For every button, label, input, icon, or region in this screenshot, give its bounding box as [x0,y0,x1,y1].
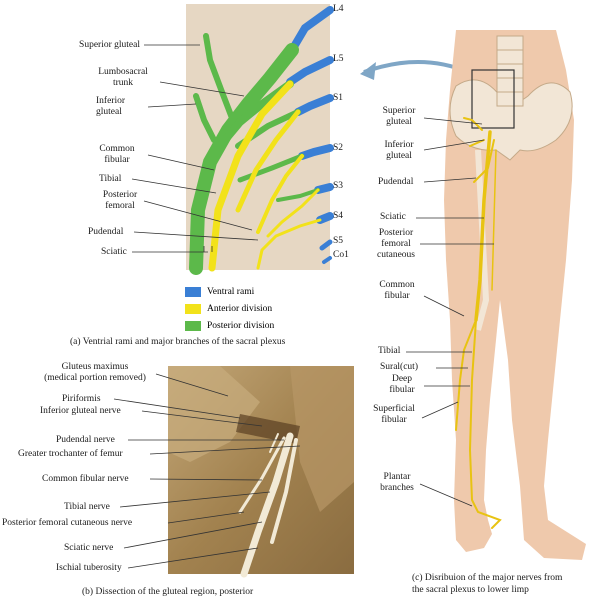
label-c-inferior-gluteal: Inferior gluteal [384,140,414,161]
zoom-box [471,69,515,129]
legend-swatch-green [185,321,201,331]
sciatic-nerve-photo [240,432,294,578]
label-s2: S2 [333,143,344,153]
label-c-superficial-fibular: Superficial fibular [373,404,415,425]
label-lumbosacral-trunk: Lumbosacral trunk [98,67,148,88]
posterior-femoral-photo [238,436,286,514]
panel-c-leaders [406,117,494,507]
label-c-plantar-branches: Plantar branches [380,472,414,493]
label-c-sural: Sural(cut) [380,362,418,372]
label-posterior-femoral: Posterior femoral [102,190,138,211]
tibial-path [468,319,502,529]
panel-b-leaders [113,373,301,569]
superior-gluteal-path [463,117,483,131]
label-s1: S1 [333,93,344,103]
ventral-rami [286,6,334,264]
label-tibial-nerve: Tibial nerve [64,502,110,512]
anterior-division [208,80,322,272]
inferior-gluteal-branch [193,93,217,143]
vertebra-lines [497,49,523,93]
caption-panel-c: (c) Disribuion of the major nerves from … [412,573,563,595]
legend-swatch-blue [185,287,201,297]
yellow-s1 [235,109,301,213]
ramus-l4 [288,6,334,54]
label-inferior-gluteal-nerve: Inferior gluteal nerve [40,406,121,416]
label-s5: S5 [333,236,344,246]
label-c-deep-fibular: Deep fibular [389,374,415,395]
panel-a: Superior gluteal Lumbosacral trunk Infer… [0,0,360,350]
label-inferior-gluteal: Inferior gluteal [96,96,126,117]
caption-panel-b: (b) Dissection of the gluteal region, po… [82,587,254,597]
ramus-s1 [294,94,334,116]
label-c-sciatic: Sciatic [380,212,406,222]
femur [475,149,490,331]
label-superior-gluteal: Superior gluteal [79,40,140,50]
green-s3 [276,188,320,202]
posterior-femoral-path [491,149,497,291]
caption-panel-a: (a) Ventrial rami and major branches of … [70,337,286,347]
lower-limb-illustration [360,30,586,560]
deep-cavity [236,414,300,444]
ramus-s4 [316,212,334,224]
label-co1: Co1 [333,250,349,260]
common-fibular-path [455,319,477,431]
label-ischial-tuberosity: Ischial tuberosity [56,563,122,573]
label-sciatic-nerve: Sciatic nerve [64,543,114,553]
panel-c: Superior gluteal Inferior gluteal Pudend… [360,0,600,603]
pudendal-nerve-photo [269,433,279,453]
label-l5: L5 [333,54,344,64]
label-c-common-fibular: Common fibular [379,280,415,301]
label-piriformis: Piriformis [62,394,101,404]
label-gluteus-maximus: Gluteus maximus (medical portion removed… [44,362,146,383]
label-tibial: Tibial [99,174,122,184]
sacral-plexus-diagram [131,4,334,275]
dissection-photo [113,366,354,578]
legend-label: Ventral rami [207,287,255,297]
nerves-lower-limb [455,117,502,529]
ramus-co1 [322,256,332,264]
legend-label: Posterior division [207,321,275,331]
inferior-gluteal-path [469,139,485,147]
label-c-posterior-femoral-cutaneous: Posterior femoral cutaneous [377,228,415,260]
panel-a-leaders [131,44,259,253]
yellow-s2 [256,154,304,234]
label-pudendal-nerve: Pudendal nerve [56,435,115,445]
label-pudendal: Pudendal [88,227,124,237]
label-s3: S3 [333,181,344,191]
label-c-tibial: Tibial [378,346,401,356]
label-greater-trochanter: Greater trochanter of femur [18,449,123,459]
dissected-nerves [238,432,298,578]
sciatic-path [474,130,492,322]
label-common-fibular-nerve: Common fibular nerve [42,474,129,484]
legend-label: Anterior division [207,304,273,314]
label-posterior-femoral-cutaneous-nerve: Posterior femoral cutaneous nerve [2,518,133,528]
yellow-s3 [266,188,320,238]
ramus-s3 [314,183,334,194]
superior-gluteal-branch [203,33,235,121]
zoom-arrow-head [360,62,376,80]
label-common-fibular: Common fibular [99,144,135,165]
legend-anterior-division: Anterior division [185,303,355,315]
label-s4: S4 [333,211,344,221]
panel-b: Gluteus maximus (medical portion removed… [0,362,360,603]
lumbosacral-trunk-green [189,43,299,275]
legend-ventral-rami: Ventral rami [185,286,355,298]
tibial-nerve-photo [270,438,298,544]
ramus-s5 [319,239,333,251]
label-c-pudendal: Pudendal [378,177,414,187]
pudendal-path [473,139,495,183]
legend-posterior-division: Posterior division [185,320,355,332]
lumbar-spine [496,35,524,107]
ramus-l5 [286,56,334,86]
tibial-yellow [208,80,294,272]
label-sciatic: Sciatic [101,247,127,257]
label-c-superior-gluteal: Superior gluteal [382,106,416,127]
legend-swatch-yellow [185,304,201,314]
trochanter-region [290,366,354,512]
ramus-s2 [298,144,334,160]
pudendal-yellow [256,218,322,270]
label-l4: L4 [333,4,344,14]
